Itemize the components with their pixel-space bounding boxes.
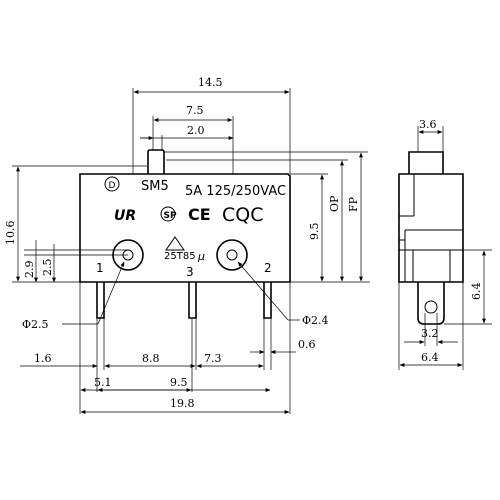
dim-op: OP [328,195,341,212]
dim-1-6: 1.6 [34,352,52,365]
approval-code: 25T85 [164,251,196,262]
mounting-hole-right [216,239,248,271]
terminal-3 [188,282,197,319]
dim-6-4-horizontal: 6.4 [421,351,439,364]
dim-6-4-vertical: 6.4 [470,283,483,301]
side-view [398,151,464,325]
tuv-mark-icon [165,236,185,251]
svg-text:D: D [109,181,116,191]
ul-mark-icon: UR [114,208,136,224]
actuator-plunger [147,149,165,174]
logo-circle [104,176,120,192]
mounting-hole-right-inner [226,249,238,261]
dim-fp: FP [347,196,360,212]
dim-phi-2-4: Φ2.4 [302,314,329,327]
ce-mark: CE [188,205,211,224]
model-label: SM5 [141,179,169,194]
side-plunger [408,151,444,174]
terminal-2 [263,282,272,319]
side-body [398,173,464,283]
cqc-mark: CQC [222,204,264,226]
dim-0-6: 0.6 [298,338,316,351]
csa-mark-icon [160,206,176,222]
front-dimensions: 14.5 7.5 2.0 10.6 2.9 2.5 9.5 OP FP [4,76,370,414]
dim-7-5: 7.5 [186,104,204,117]
dim-5-1: 5.1 [94,376,112,389]
svg-text:SP: SP [164,211,177,221]
dim-phi-2-5: Φ2.5 [22,318,49,331]
dim-7-3: 7.3 [204,352,222,365]
approval-suffix: μ [197,250,205,263]
side-terminal-hole [424,300,438,314]
dim-3-2: 3.2 [421,327,439,340]
side-dimensions: 3.6 6.4 3.2 6.4 [398,118,492,370]
dim-8-8: 8.8 [142,352,160,365]
terminal-2-label: 2 [264,261,272,275]
dim-2-5: 2.5 [41,259,54,277]
dim-3-6: 3.6 [419,118,437,131]
dim-19-8: 19.8 [170,397,195,410]
side-terminal-tab [417,282,445,325]
dim-10-6: 10.6 [4,221,17,246]
dim-2-0: 2.0 [187,124,205,137]
dim-14-5: 14.5 [198,76,223,89]
terminal-1-label: 1 [96,261,104,275]
dim-9-5: 9.5 [308,223,321,241]
terminal-3-label: 3 [186,265,194,279]
front-view: D SM5 5A 125/250VAC UR SP CE CQC 25T85 μ… [79,149,291,319]
rating-label: 5A 125/250VAC [185,184,286,199]
dim-2-9: 2.9 [23,261,36,279]
dim-9-5b: 9.5 [170,376,188,389]
